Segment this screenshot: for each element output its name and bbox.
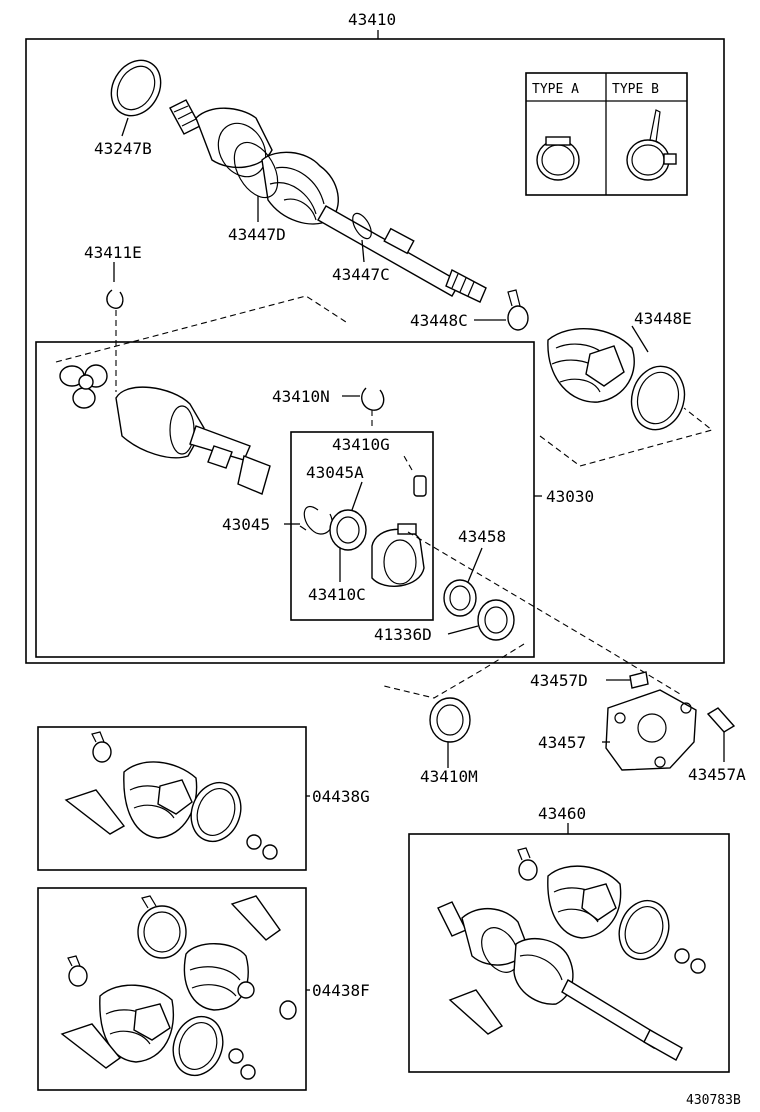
seal-43410M: [429, 697, 471, 743]
type-a-label: TYPE A: [532, 82, 579, 97]
clamp-43448C: [507, 289, 529, 331]
boot-43448E: [547, 328, 686, 431]
label-43247B: 43247B: [94, 139, 152, 158]
label-43448C: 43448C: [410, 311, 468, 330]
label-43411E: 43411E: [84, 243, 142, 262]
snap-ring-43411E: [106, 289, 124, 309]
label-43460: 43460: [538, 804, 586, 823]
label-43410C: 43410C: [308, 585, 366, 604]
boot-kit-04438F: [60, 895, 297, 1080]
housing-43410C: [371, 528, 425, 587]
label-43410M: 43410M: [420, 767, 478, 786]
label-43410N: 43410N: [272, 387, 330, 406]
frame-04438F: [37, 887, 307, 1091]
type-b-label: TYPE B: [612, 82, 659, 97]
label-43457: 43457: [538, 733, 586, 752]
seal-43458: [443, 579, 477, 617]
label-43447D: 43447D: [228, 225, 286, 244]
diagram-id: 430783B: [686, 1093, 741, 1108]
label-43457A: 43457A: [688, 765, 746, 784]
frame-04438G: [37, 726, 307, 871]
clamp-type-b-icon: [626, 139, 670, 181]
clamp-type-table: TYPE A TYPE B: [525, 72, 688, 196]
label-43457D: 43457D: [530, 671, 588, 690]
seal-41336D: [477, 599, 515, 641]
snap-ring-43410N: [361, 387, 385, 411]
frame-43410: [25, 38, 725, 664]
frame-43045: [290, 431, 434, 621]
bracket-43457: [605, 671, 736, 771]
drive-shaft-43460: [437, 847, 706, 1061]
frame-43460: [408, 833, 730, 1073]
label-43448E: 43448E: [634, 309, 692, 328]
label-43045: 43045: [222, 515, 270, 534]
bearing-group-43045: [299, 506, 425, 587]
label-43458: 43458: [458, 527, 506, 546]
label-04438F: 04438F: [312, 981, 370, 1000]
drive-shaft-outer: [110, 59, 487, 303]
label-04438G: 04438G: [312, 787, 370, 806]
clamp-type-a-icon: [536, 139, 580, 181]
label-43030: 43030: [546, 487, 594, 506]
bolt-43457D: [629, 671, 649, 689]
boot-kit-04438G: [64, 731, 278, 860]
bearing-43045A: [329, 509, 367, 551]
label-43045A: 43045A: [306, 463, 364, 482]
label-41336D: 41336D: [374, 625, 432, 644]
label-43447C: 43447C: [332, 265, 390, 284]
label-43410G: 43410G: [332, 435, 390, 454]
pin-43410G: [413, 475, 427, 497]
label-43410: 43410: [348, 10, 396, 29]
inner-joint-43030: [59, 364, 271, 495]
bolt-43457A: [706, 707, 736, 733]
frame-43030: [35, 341, 535, 658]
